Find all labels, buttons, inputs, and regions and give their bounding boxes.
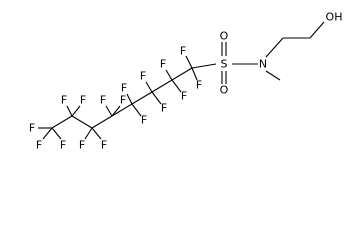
bond (42, 127, 53, 140)
fluorine-atom: F (121, 82, 127, 95)
hydroxyl-group: OH (326, 11, 343, 24)
bonds (38, 21, 325, 140)
bond (105, 105, 113, 117)
fluorine-atom: F (196, 79, 202, 92)
bond (111, 105, 121, 117)
bond (151, 91, 162, 105)
fluorine-atom: F (60, 139, 66, 152)
bond (71, 115, 93, 129)
bond (265, 70, 281, 81)
fluorine-atom: F (120, 94, 126, 107)
fluorine-atom: F (79, 139, 85, 152)
nitrogen-atom: N (259, 58, 267, 71)
fluorine-atom: F (161, 102, 167, 115)
bond (171, 79, 182, 93)
atom-labels: F F F F F F F F F F F F F F F F F S O O … (29, 11, 343, 152)
fluorine-atom: F (100, 94, 106, 107)
fluorine-atom: F (80, 94, 86, 107)
bond (165, 69, 173, 81)
oxygen-atom: O (220, 30, 229, 43)
bond (51, 127, 62, 140)
bond (185, 55, 193, 69)
fluorine-atom: F (160, 58, 166, 71)
bond (91, 115, 113, 129)
bond (265, 37, 284, 58)
chemical-structure: F F F F F F F F F F F F F F F F F S O O … (29, 11, 343, 152)
fluorine-atom: F (140, 70, 146, 83)
bond (71, 105, 81, 117)
bond (309, 21, 325, 39)
bond (111, 103, 133, 117)
bond (131, 91, 153, 105)
bond (131, 103, 142, 117)
bond (191, 63, 217, 69)
fluorine-atom: F (29, 122, 35, 135)
bond (51, 115, 73, 129)
bond (145, 81, 153, 93)
fluorine-atom: F (36, 139, 42, 152)
sulfur-atom: S (221, 58, 228, 71)
fluorine-atom: F (141, 114, 147, 127)
bond (91, 127, 102, 140)
oxygen-atom: O (220, 84, 229, 97)
bond (191, 67, 198, 81)
fluorine-atom: F (180, 45, 186, 58)
bond (84, 127, 93, 140)
bond (171, 67, 193, 81)
bond (151, 79, 173, 93)
fluorine-atom: F (61, 94, 67, 107)
bond (66, 105, 73, 117)
fluorine-atom: F (181, 90, 187, 103)
bond (126, 93, 133, 105)
fluorine-atom: F (101, 139, 107, 152)
